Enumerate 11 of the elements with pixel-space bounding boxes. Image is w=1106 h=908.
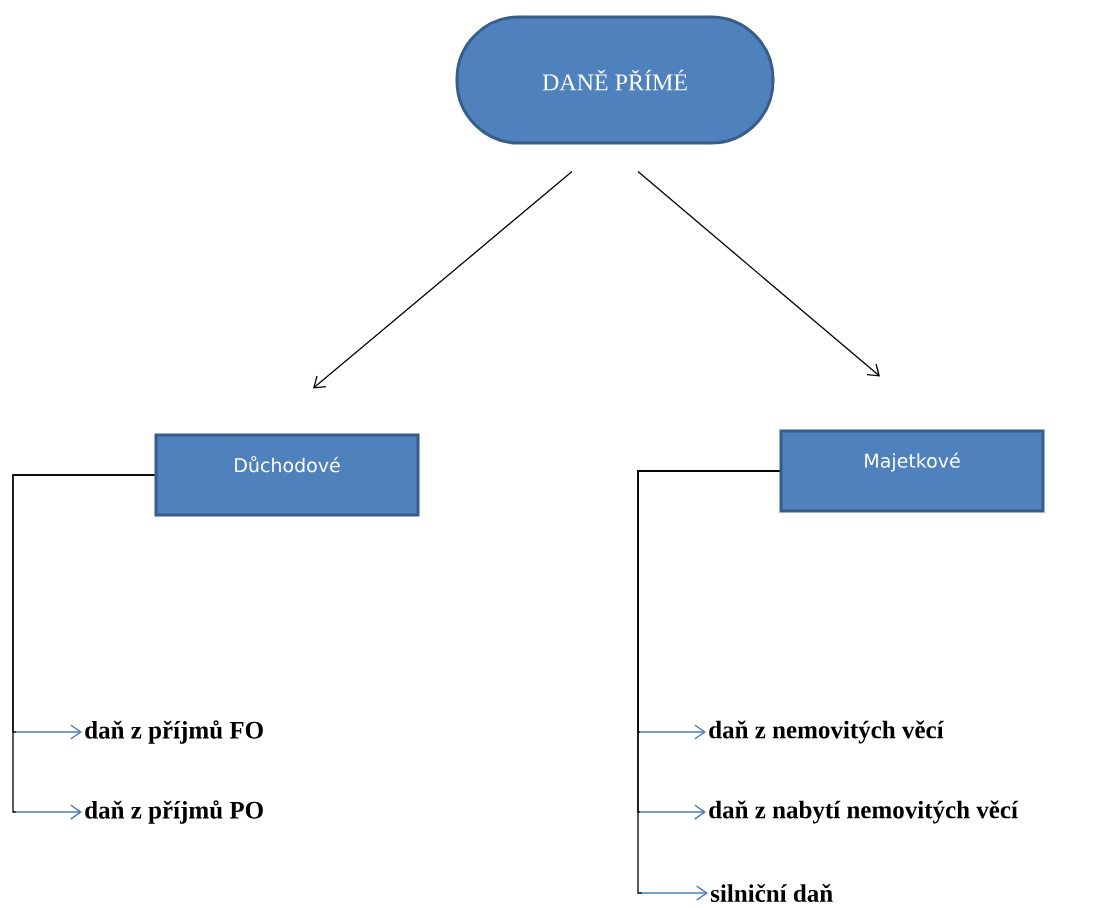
tax-label: daň z příjmů PO bbox=[85, 800, 263, 824]
tax-label: daň z nabytí nemovitých věcí bbox=[709, 800, 1019, 824]
tax-label: daň z příjmů FO bbox=[85, 720, 263, 744]
arrow bbox=[637, 170, 880, 377]
category-box: Majetkové bbox=[779, 429, 1045, 513]
tax-label: daň z nemovitých věcí bbox=[709, 720, 944, 744]
tax-label: silniční daň bbox=[710, 884, 833, 902]
category-box: Důchodové bbox=[154, 433, 420, 517]
branch-arrow bbox=[637, 470, 781, 901]
branch-arrow bbox=[12, 474, 156, 820]
arrow bbox=[313, 170, 573, 389]
